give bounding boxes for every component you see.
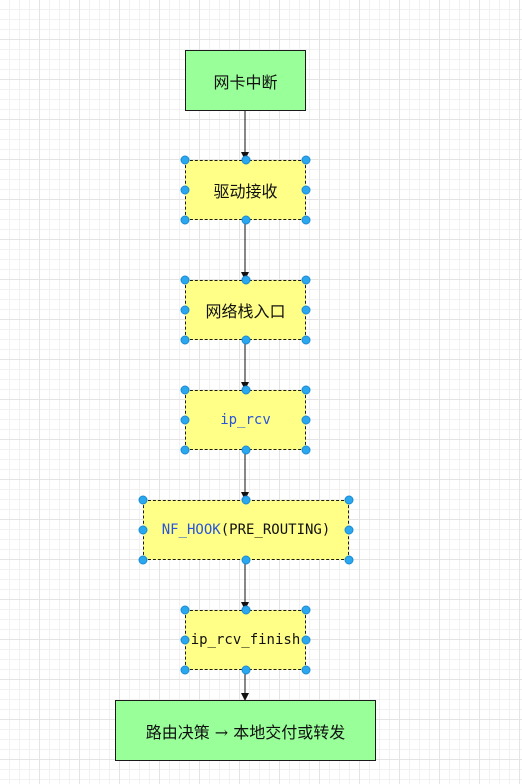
resize-handle[interactable] (180, 185, 190, 195)
resize-handle[interactable] (301, 605, 311, 615)
resize-handle[interactable] (241, 385, 250, 395)
node-routing-decision[interactable]: 路由决策 → 本地交付或转发 (115, 700, 376, 761)
resize-handle[interactable] (301, 185, 311, 195)
resize-handle[interactable] (180, 635, 190, 645)
resize-handle[interactable] (344, 495, 354, 505)
node-ip-rcv-label: ip_rcv (220, 412, 271, 428)
node-stack-entry-label: 网络栈入口 (205, 302, 286, 321)
resize-handle[interactable] (180, 335, 190, 345)
resize-handle[interactable] (241, 155, 250, 165)
resize-handle[interactable] (241, 215, 250, 225)
node-ip-rcv[interactable]: ip_rcv (185, 390, 306, 450)
resize-handle[interactable] (180, 445, 190, 455)
resize-handle[interactable] (301, 635, 311, 645)
node-driver-receive[interactable]: 驱动接收 (185, 160, 306, 220)
node-routing-decision-label: 路由决策 → 本地交付或转发 (145, 722, 346, 742)
resize-handle[interactable] (301, 305, 311, 315)
resize-handle[interactable] (301, 385, 311, 395)
resize-handle[interactable] (301, 445, 311, 455)
resize-handle[interactable] (180, 275, 190, 285)
resize-handle[interactable] (241, 275, 250, 285)
resize-handle[interactable] (344, 555, 354, 565)
resize-handle[interactable] (301, 215, 311, 225)
resize-handle[interactable] (180, 665, 190, 675)
resize-handle[interactable] (301, 155, 311, 165)
node-driver-receive-label: 驱动接收 (213, 182, 278, 201)
node-ip-rcv-finish[interactable]: ip_rcv_finish (185, 610, 306, 670)
resize-handle[interactable] (138, 495, 148, 505)
resize-handle[interactable] (138, 555, 148, 565)
node-ip-rcv-finish-label: ip_rcv_finish (190, 632, 301, 648)
resize-handle[interactable] (241, 495, 251, 505)
resize-handle[interactable] (301, 275, 311, 285)
resize-handle[interactable] (138, 525, 148, 535)
node-nf-hook-func-label: NF_HOOK (161, 522, 221, 538)
resize-handle[interactable] (301, 665, 311, 675)
node-nic-interrupt-label: 网卡中断 (213, 72, 278, 92)
node-stack-entry[interactable]: 网络栈入口 (185, 280, 306, 340)
resize-handle[interactable] (241, 665, 250, 675)
resize-handle[interactable] (180, 215, 190, 225)
resize-handle[interactable] (180, 385, 190, 395)
resize-handle[interactable] (180, 415, 190, 425)
resize-handle[interactable] (241, 555, 251, 565)
resize-handle[interactable] (180, 155, 190, 165)
resize-handle[interactable] (241, 335, 250, 345)
resize-handle[interactable] (180, 305, 190, 315)
resize-handle[interactable] (301, 415, 311, 425)
node-nic-interrupt[interactable]: 网卡中断 (185, 50, 306, 111)
node-nf-hook[interactable]: NF_HOOK(PRE_ROUTING) (143, 500, 349, 560)
node-nf-hook-args-label: (PRE_ROUTING) (220, 522, 331, 538)
resize-handle[interactable] (241, 445, 250, 455)
resize-handle[interactable] (180, 605, 190, 615)
resize-handle[interactable] (344, 525, 354, 535)
resize-handle[interactable] (241, 605, 250, 615)
resize-handle[interactable] (301, 335, 311, 345)
